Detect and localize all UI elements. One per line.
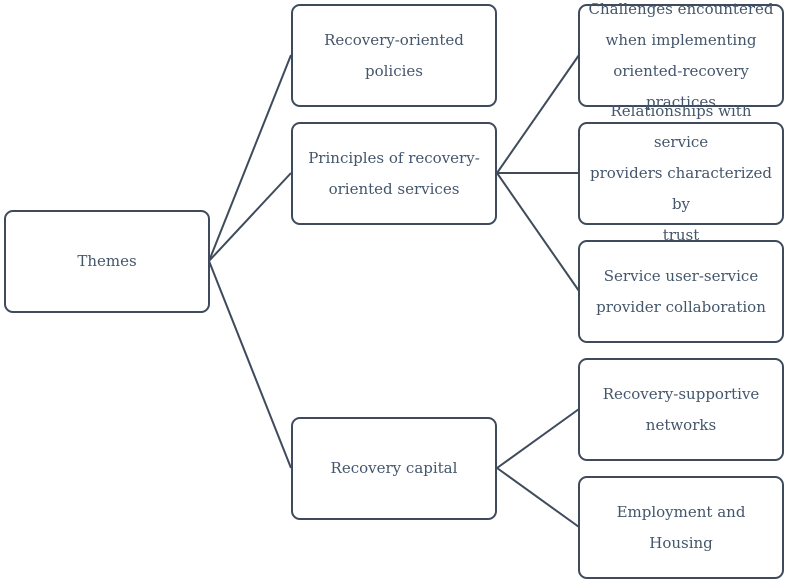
theme-node-label: Recovery capital [330, 459, 458, 477]
subtheme-node-challenges: Challenges encountered when implementing… [578, 0, 784, 111]
theme-node-recovery-capital: Recovery capital [291, 417, 497, 520]
subtheme-node-label: Service user-service provider collaborat… [596, 266, 766, 316]
subtheme-node-label: Employment and Housing [616, 502, 746, 552]
root-node-themes: Themes [4, 210, 210, 313]
connector-principles-to-challenges [496, 54, 580, 174]
subtheme-node-collaboration: Service user-service provider collaborat… [578, 240, 784, 343]
theme-node-label: Recovery-oriented policies [324, 30, 464, 80]
connector-themes-to-capital [208, 260, 292, 469]
theme-node-recovery-oriented-policies: Recovery-oriented policies [291, 4, 497, 107]
theme-node-principles-of-recovery-oriented-services: Principles of recovery- oriented service… [291, 122, 497, 225]
connector-principles-to-collaboration [496, 172, 580, 292]
subtheme-node-relationships: Relationships with service providers cha… [578, 102, 784, 244]
subtheme-node-label: Challenges encountered when implementing… [588, 0, 774, 111]
subtheme-node-label: Relationships with service providers cha… [590, 102, 772, 244]
subtheme-node-label: Recovery-supportive networks [602, 384, 760, 434]
connector-capital-to-networks [496, 408, 580, 469]
theme-node-label: Principles of recovery- oriented service… [308, 148, 480, 198]
root-node-label: Themes [77, 252, 137, 270]
connector-capital-to-employment [496, 467, 580, 528]
connector-themes-to-policies [208, 54, 292, 262]
subtheme-node-employment-housing: Employment and Housing [578, 476, 784, 579]
connector-themes-to-principles [208, 172, 292, 262]
subtheme-node-supportive-networks: Recovery-supportive networks [578, 358, 784, 461]
